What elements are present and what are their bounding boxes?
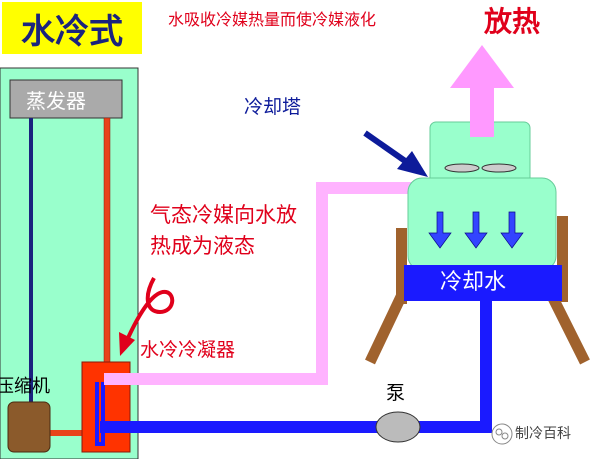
watermark-icon	[491, 423, 513, 445]
water-pipe	[100, 300, 492, 433]
annotation-line-2: 热成为液态	[150, 234, 255, 258]
evaporator-box	[9, 79, 123, 119]
arrow-down-icon	[464, 211, 488, 249]
pump-label: 泵	[386, 382, 406, 404]
tower-frame-right	[557, 216, 568, 302]
suction-line	[29, 118, 33, 402]
compressor-label: 压缩机	[0, 376, 50, 397]
pump	[375, 411, 421, 443]
compressor	[7, 401, 51, 453]
watermark-icon	[495, 428, 503, 436]
liquid-line	[103, 117, 111, 363]
heat-release-label: 放热	[484, 5, 541, 38]
page-title: 水冷式	[21, 11, 123, 52]
cooling-water-label: 冷却水	[440, 270, 507, 295]
arrow-up-icon	[450, 45, 514, 137]
subtitle: 水吸收冷媒热量而使冷媒液化	[168, 10, 377, 29]
cooling-water-basin	[404, 265, 562, 301]
fan-blade-icon	[481, 163, 517, 173]
tower-frame-left	[396, 228, 407, 304]
annotation-line-1: 气态冷媒向水放	[150, 203, 297, 227]
curved-arrow-icon	[119, 332, 135, 356]
pointer-arrow-icon	[363, 130, 410, 166]
curved-arrow-icon	[126, 277, 175, 339]
fan-blade-icon	[444, 163, 480, 173]
condenser-label: 水冷冷凝器	[140, 339, 236, 361]
watermark-text: 制冷百科	[515, 426, 571, 442]
condenser-coil	[95, 382, 105, 446]
watermark-icon	[501, 432, 509, 440]
title-box: 水冷式	[2, 2, 142, 54]
evaporator-label: 蒸发器	[26, 89, 86, 113]
pointer-arrow-icon	[397, 151, 428, 177]
arrow-down-icon	[500, 211, 524, 249]
arrow-down-icon	[428, 211, 452, 249]
cooling-tower-label: 冷却塔	[244, 96, 302, 118]
tower-body	[407, 177, 557, 271]
discharge-line	[50, 430, 86, 436]
